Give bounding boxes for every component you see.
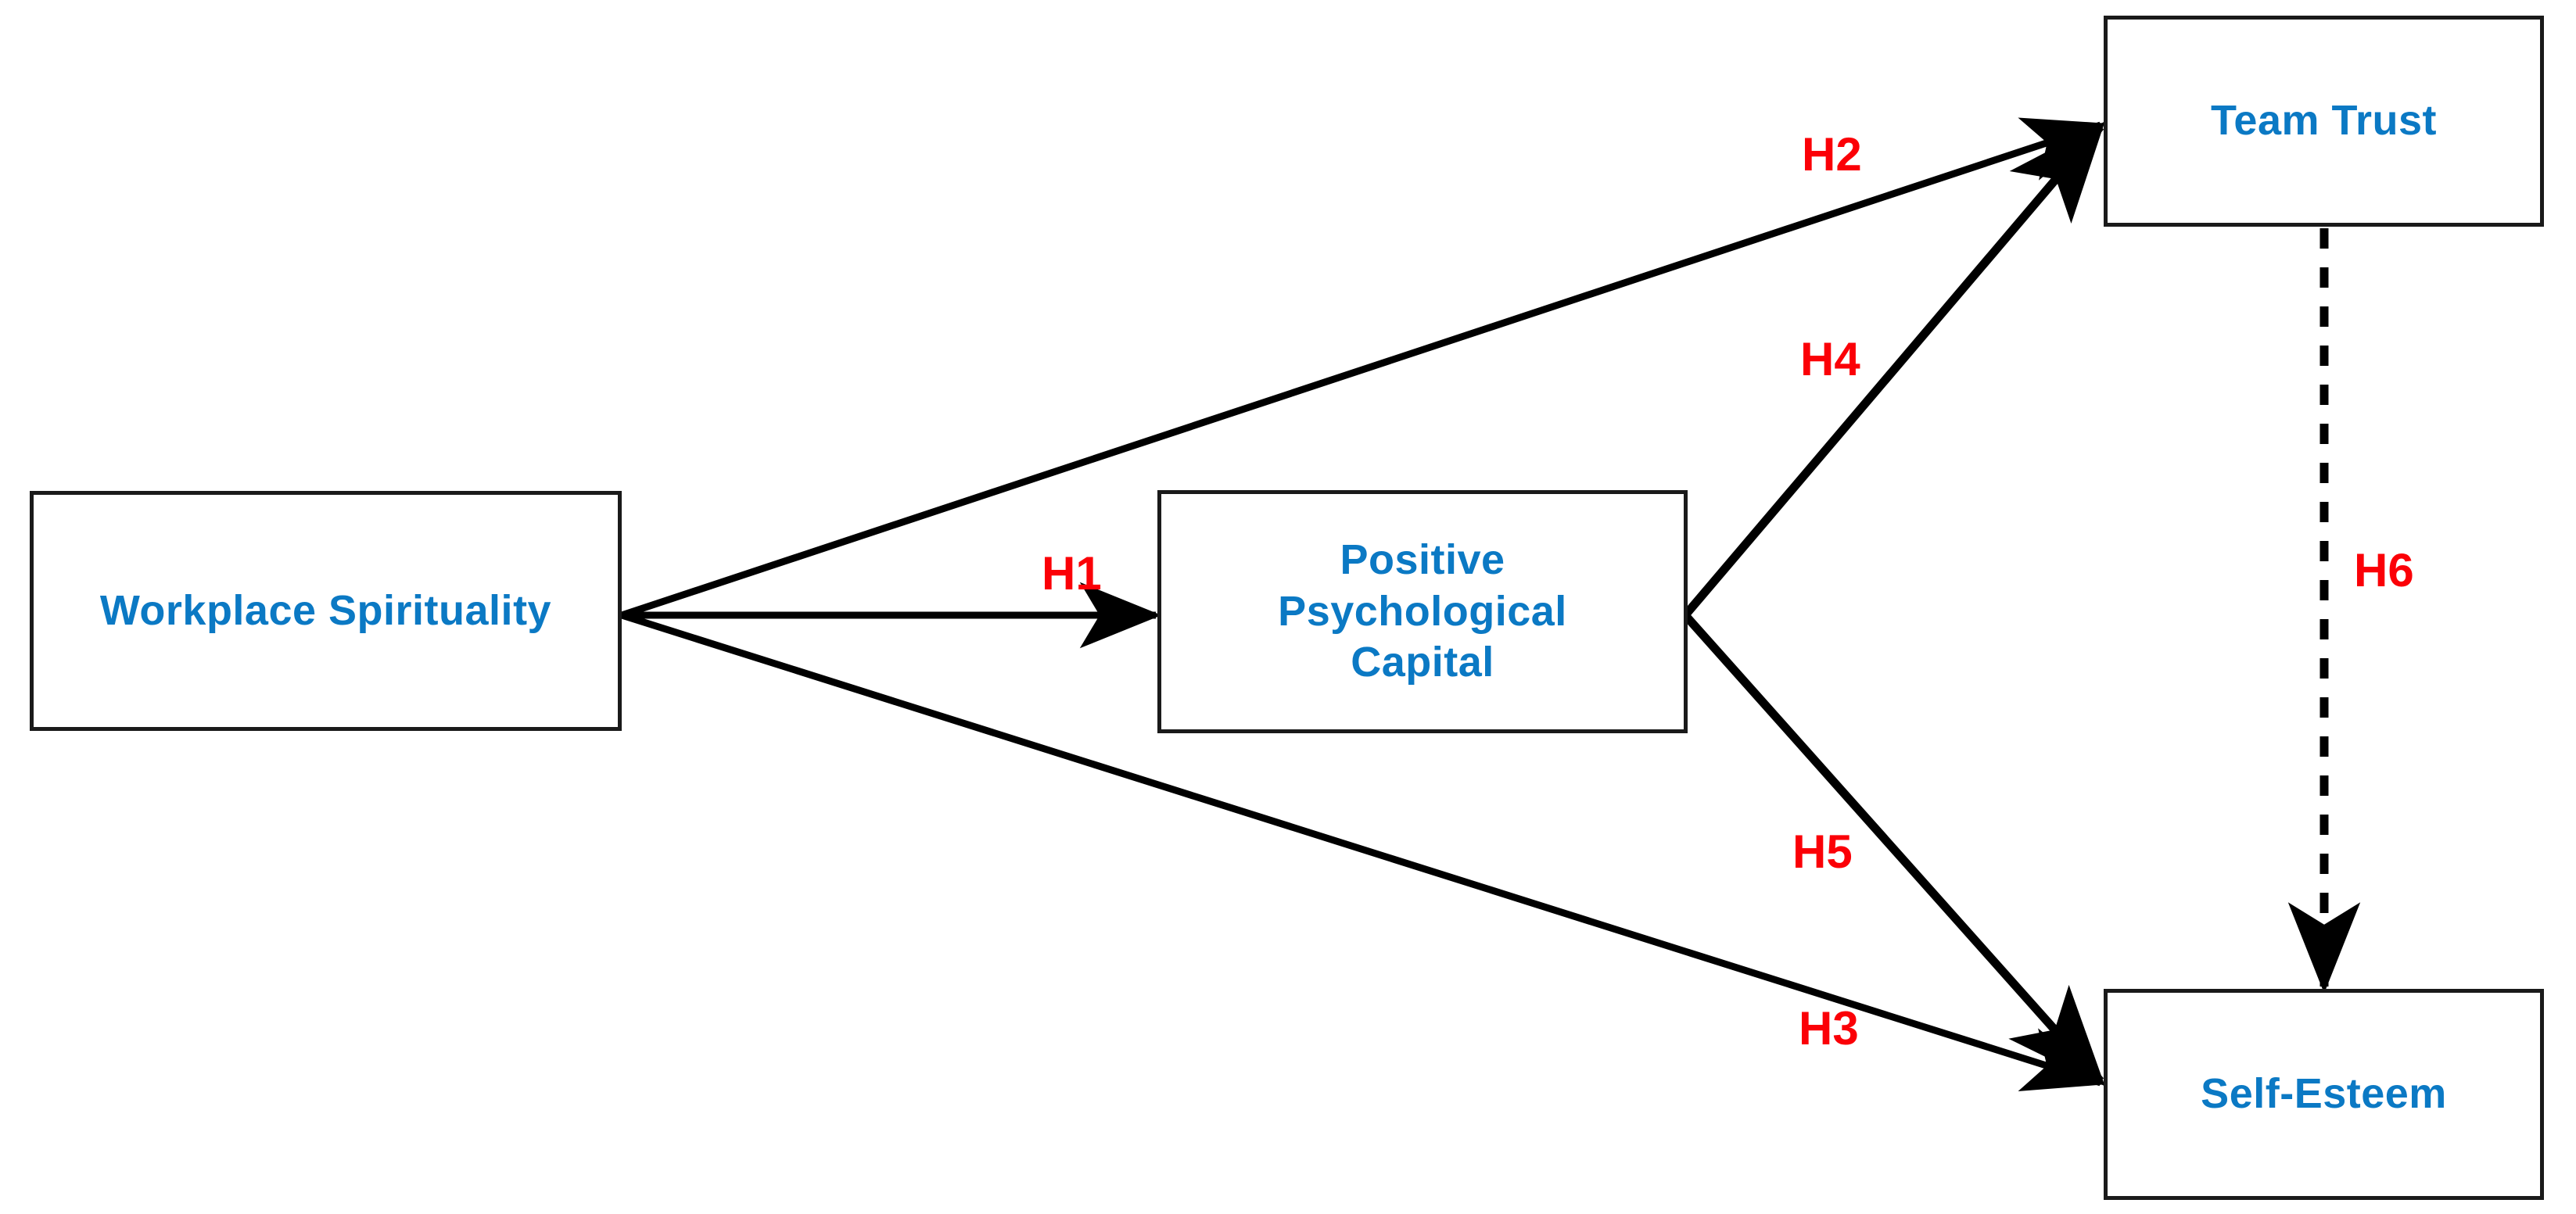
node-self-esteem: Self-Esteem [2104, 989, 2544, 1200]
hypothesis-label-h5: H5 [1792, 825, 1853, 878]
node-team-trust: Team Trust [2104, 16, 2544, 227]
hypothesis-label-h4: H4 [1800, 333, 1860, 385]
node-positive-psychological-capital: Positive Psychological Capital [1157, 490, 1688, 733]
node-workplace-spirituality: Workplace Spirituality [30, 491, 622, 731]
hypothesis-label-h2: H2 [1802, 128, 1862, 181]
hypothesis-label-h3: H3 [1799, 1002, 1859, 1055]
node-team-trust-label: Team Trust [2210, 97, 2438, 145]
path-h2 [620, 117, 2106, 619]
path-h5 [1681, 612, 2105, 1087]
path-h4 [1681, 121, 2105, 618]
path-h3 [620, 611, 2106, 1092]
hypothesis-label-h6: H6 [2354, 544, 2414, 596]
node-positive-psychological-capital-label: Positive Psychological Capital [1278, 535, 1567, 686]
node-self-esteem-label: Self-Esteem [2201, 1070, 2447, 1118]
hypothesis-label-h1: H1 [1042, 547, 1102, 600]
node-workplace-spirituality-label: Workplace Spirituality [99, 586, 552, 634]
